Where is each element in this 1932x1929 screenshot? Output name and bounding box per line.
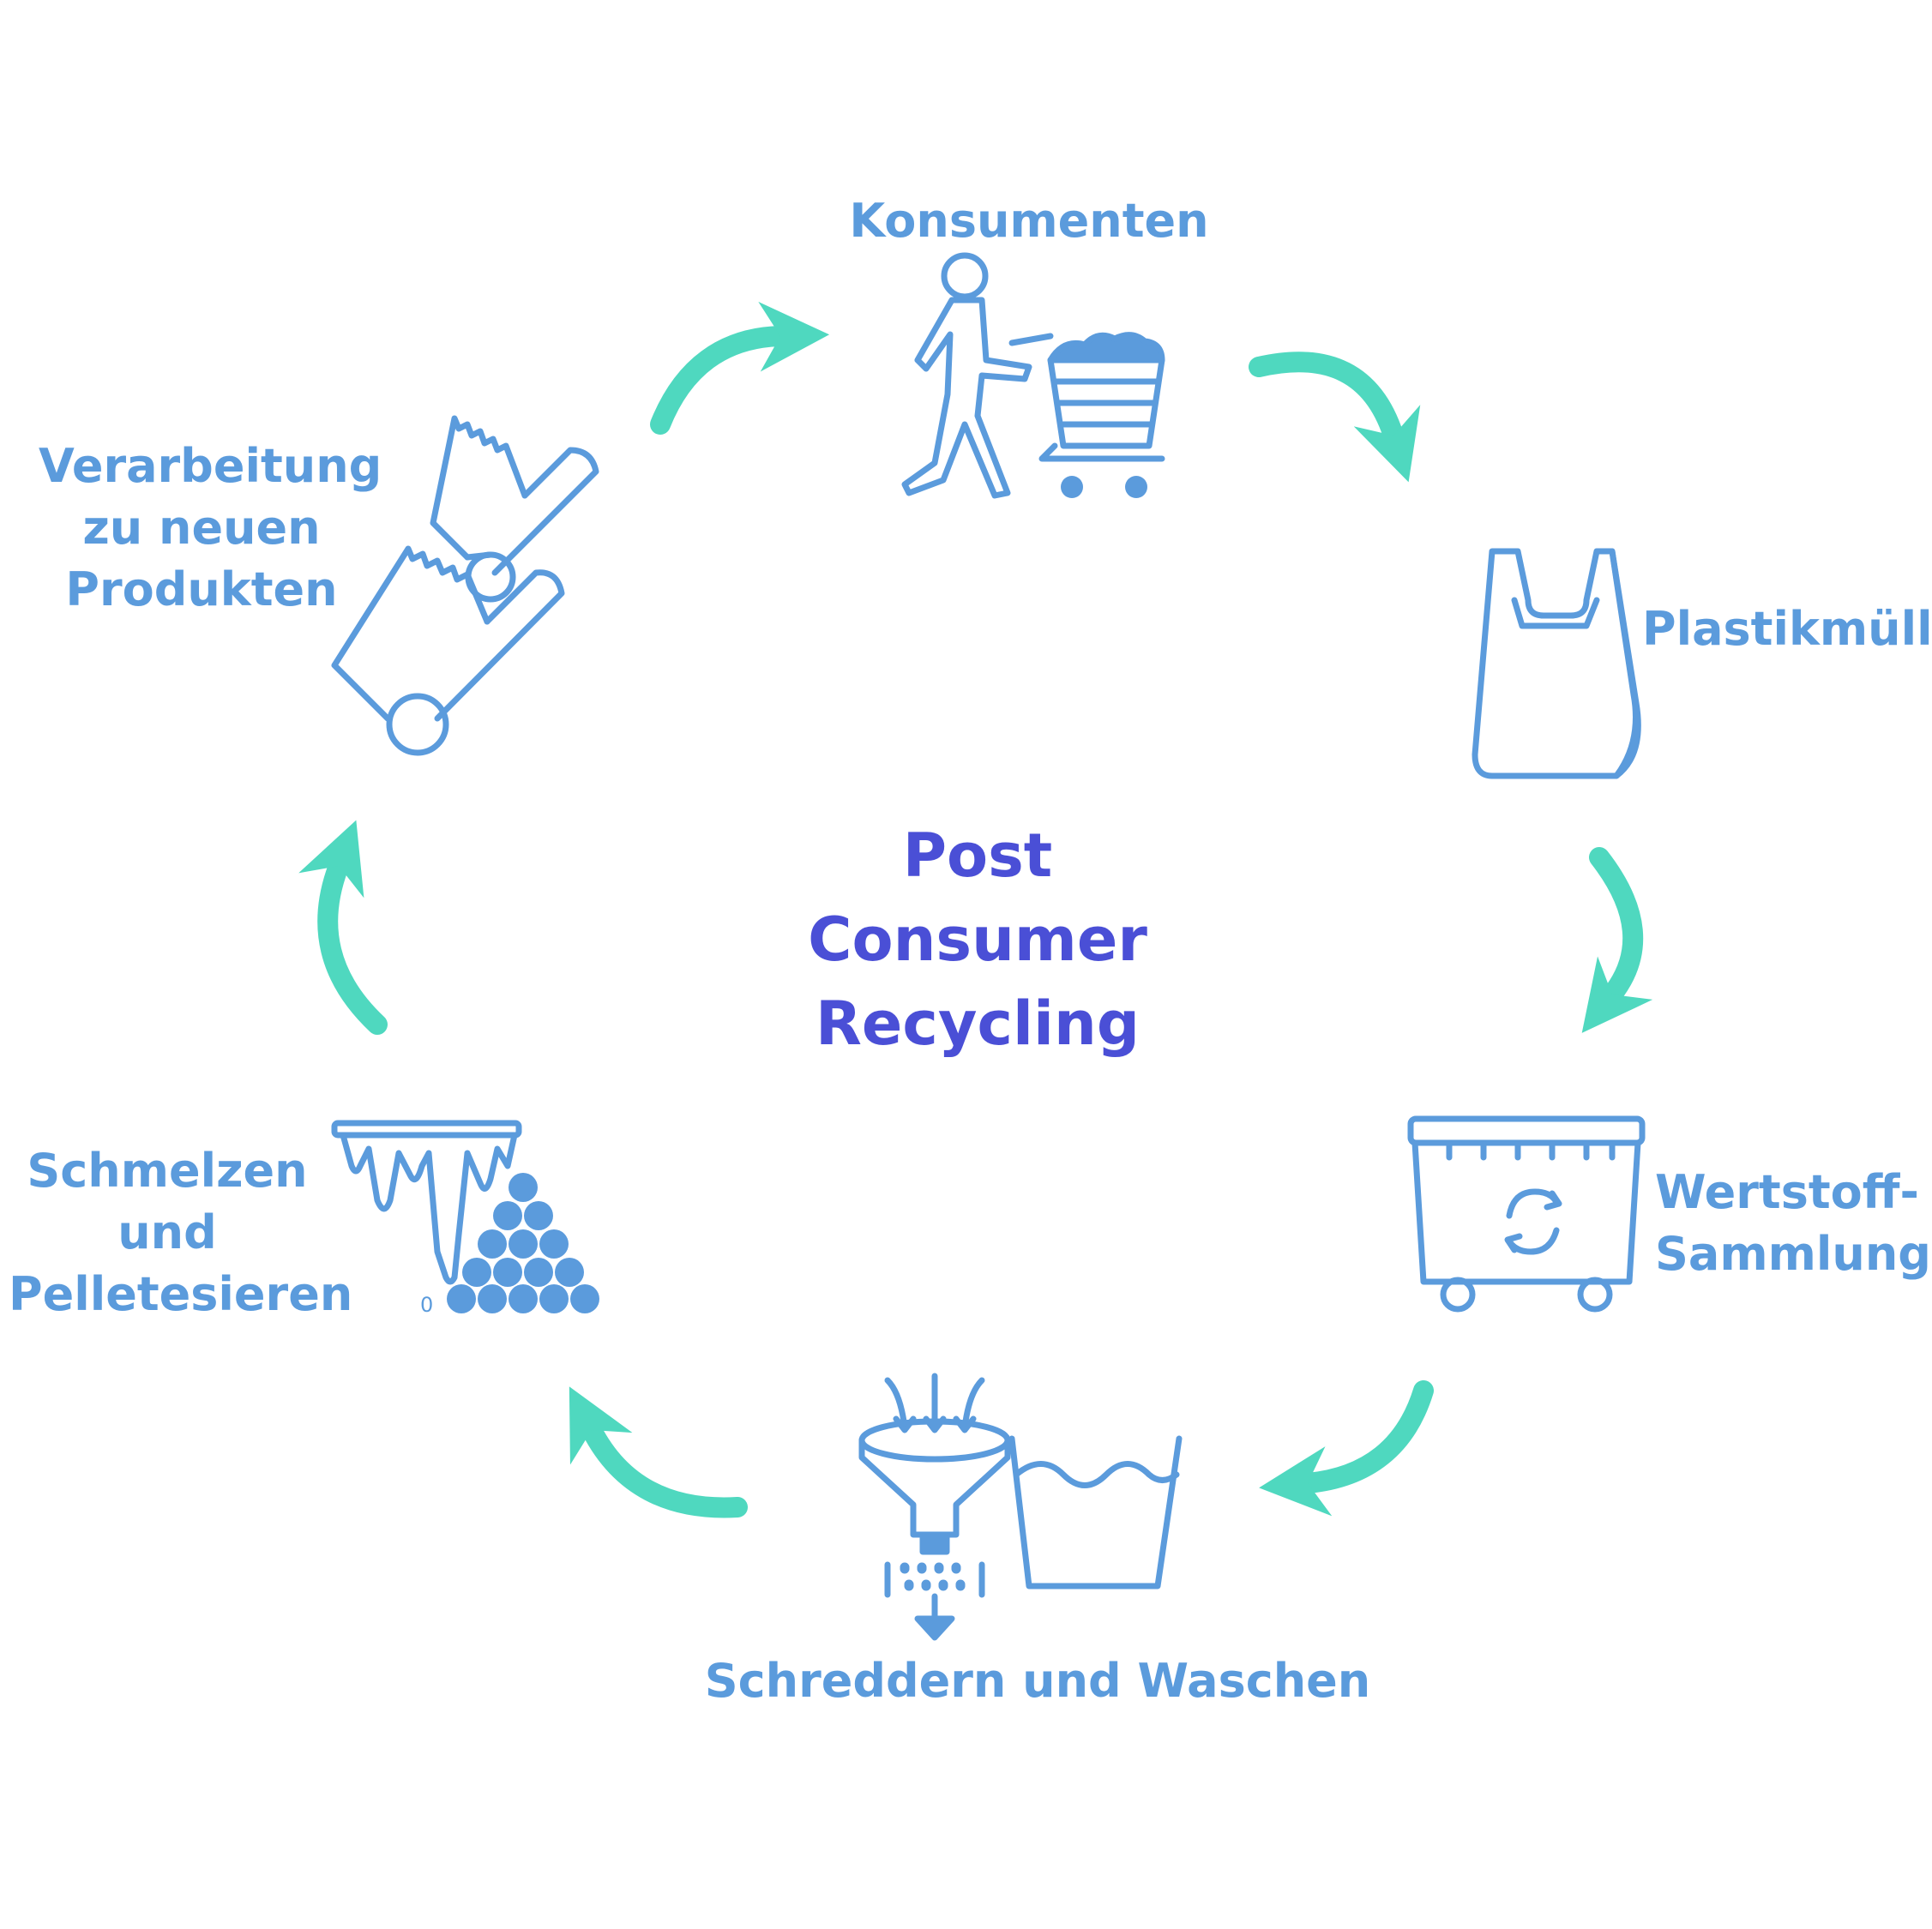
diagram-title-line-2: Consumer	[808, 904, 1147, 975]
arrow-4-icon	[569, 1386, 748, 1518]
rolled-sheets-icon	[331, 415, 599, 756]
filter-and-wash-basin-icon	[858, 1373, 1183, 1641]
step-label-schmelzen-line-1: Schmelzen	[27, 1144, 308, 1198]
melting-and-pellets-icon: 0	[331, 1120, 599, 1317]
step-label-sammlung-line-1: Wertstoff-	[1655, 1165, 1919, 1219]
recycling-container-icon	[1407, 1115, 1646, 1313]
diagram-title-line-1: Post	[902, 820, 1053, 891]
diagram-title-line-3: Recycling	[816, 989, 1140, 1059]
step-label-sammlung-line-2: Sammlung	[1655, 1227, 1931, 1281]
svg-text:0: 0	[420, 1293, 433, 1317]
arrow-1-icon	[1249, 352, 1421, 483]
step-label-verarbeitung-line-3: Produkten	[65, 562, 338, 616]
step-label-plastikmuell: Plastikmüll	[1642, 602, 1932, 656]
step-label-schmelzen-line-3: Pelletesieren	[9, 1267, 353, 1321]
step-label-verarbeitung-line-1: Verarbeitung	[39, 439, 382, 493]
arrow-3-icon	[1259, 1380, 1434, 1517]
arrow-2-icon	[1581, 847, 1653, 1033]
step-label-konsumenten: Konsumenten	[849, 194, 1209, 248]
arrow-5-icon	[298, 820, 388, 1035]
step-label-schmelzen-line-2: und	[117, 1205, 217, 1259]
step-label-schreddern: Schreddern und Waschen	[704, 1654, 1371, 1708]
plastic-bag-icon	[1472, 548, 1641, 779]
arrow-6-icon	[650, 301, 830, 435]
step-label-verarbeitung-line-2: zu neuen	[82, 501, 321, 555]
shopper-with-cart-icon	[901, 252, 1165, 499]
